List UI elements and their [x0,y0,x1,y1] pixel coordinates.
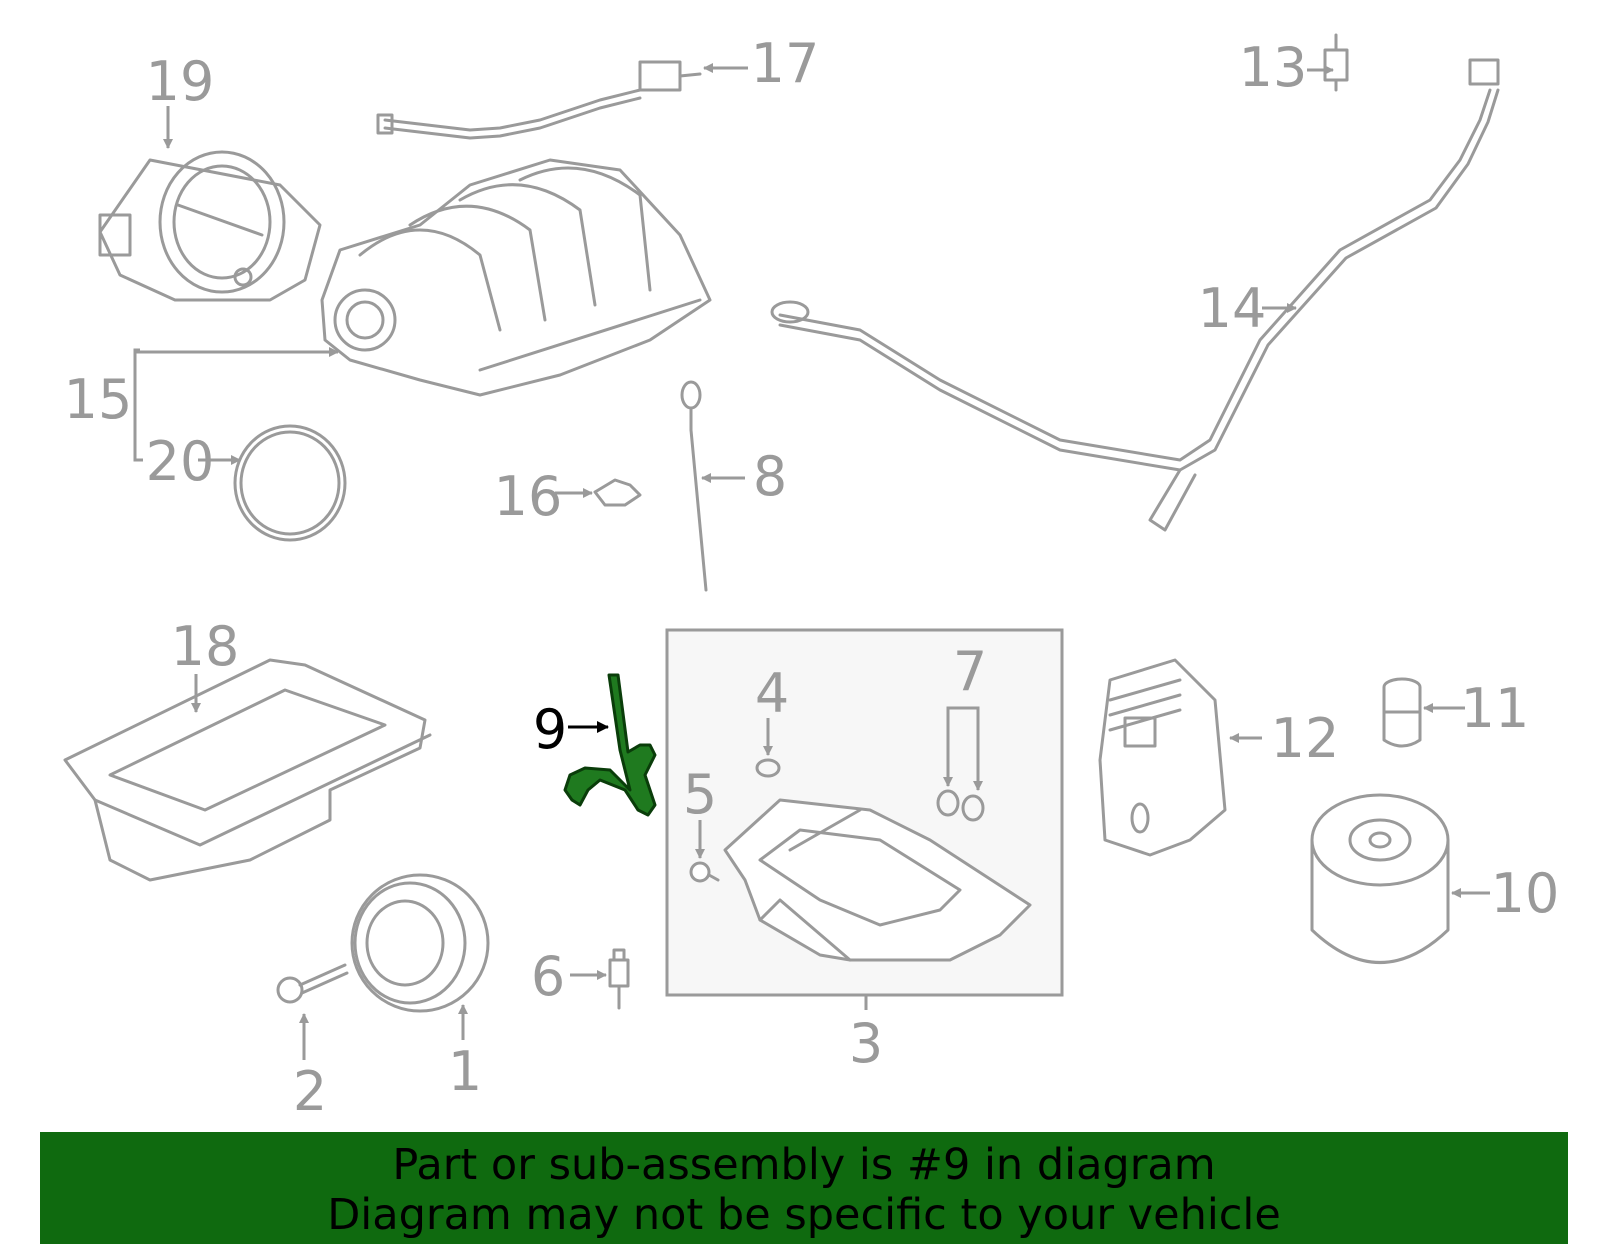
callout-9: 9 [533,698,567,761]
callout-3: 3 [849,1012,883,1075]
part-17-sensor-hose [376,60,702,140]
part-8-dipstick [680,380,708,592]
callout-7: 7 [953,640,987,703]
part-16-gasket [593,478,642,507]
part-14-wiring-harness [770,58,1500,532]
callout-2: 2 [293,1060,327,1123]
part-5-bolt [689,861,720,883]
part-1-damper [350,873,490,1013]
callout-10: 10 [1491,862,1560,925]
callout-14: 14 [1198,277,1267,340]
part-15-intake-manifold [320,158,712,397]
callout-8: 8 [753,445,787,508]
callout-19: 19 [146,50,215,113]
part-7-o-rings [936,789,985,822]
callout-12: 12 [1271,707,1340,770]
part-3-oil-pan-assembly [665,628,1064,997]
info-banner: Part or sub-assembly is #9 in diagram Di… [40,1132,1568,1244]
callout-6: 6 [531,945,565,1008]
callout-13: 13 [1239,36,1308,99]
part-6-sensor [608,948,630,1010]
callout-1: 1 [448,1040,482,1103]
part-18-baffle [63,658,432,882]
callout-18: 18 [171,615,240,678]
part-4-washer [755,758,781,778]
callout-11: 11 [1461,677,1530,740]
part-13-sensor [1323,33,1349,92]
part-20-gasket [233,424,347,542]
callout-4: 4 [755,662,789,725]
part-19-throttle-body [98,150,322,302]
banner-line-2: Diagram may not be specific to your vehi… [327,1190,1281,1240]
callout-17: 17 [751,32,820,95]
banner-line-1: Part or sub-assembly is #9 in diagram [392,1140,1216,1190]
callout-15: 15 [64,368,133,431]
part-12-oil-cooler [1098,658,1227,857]
part-2-bolt [276,963,349,1004]
part-10-oil-filter [1310,793,1450,964]
callout-5: 5 [683,763,717,826]
part-9-oil-tube-highlighted [563,673,657,817]
part-11-adapter [1382,677,1422,748]
callout-16: 16 [494,465,563,528]
